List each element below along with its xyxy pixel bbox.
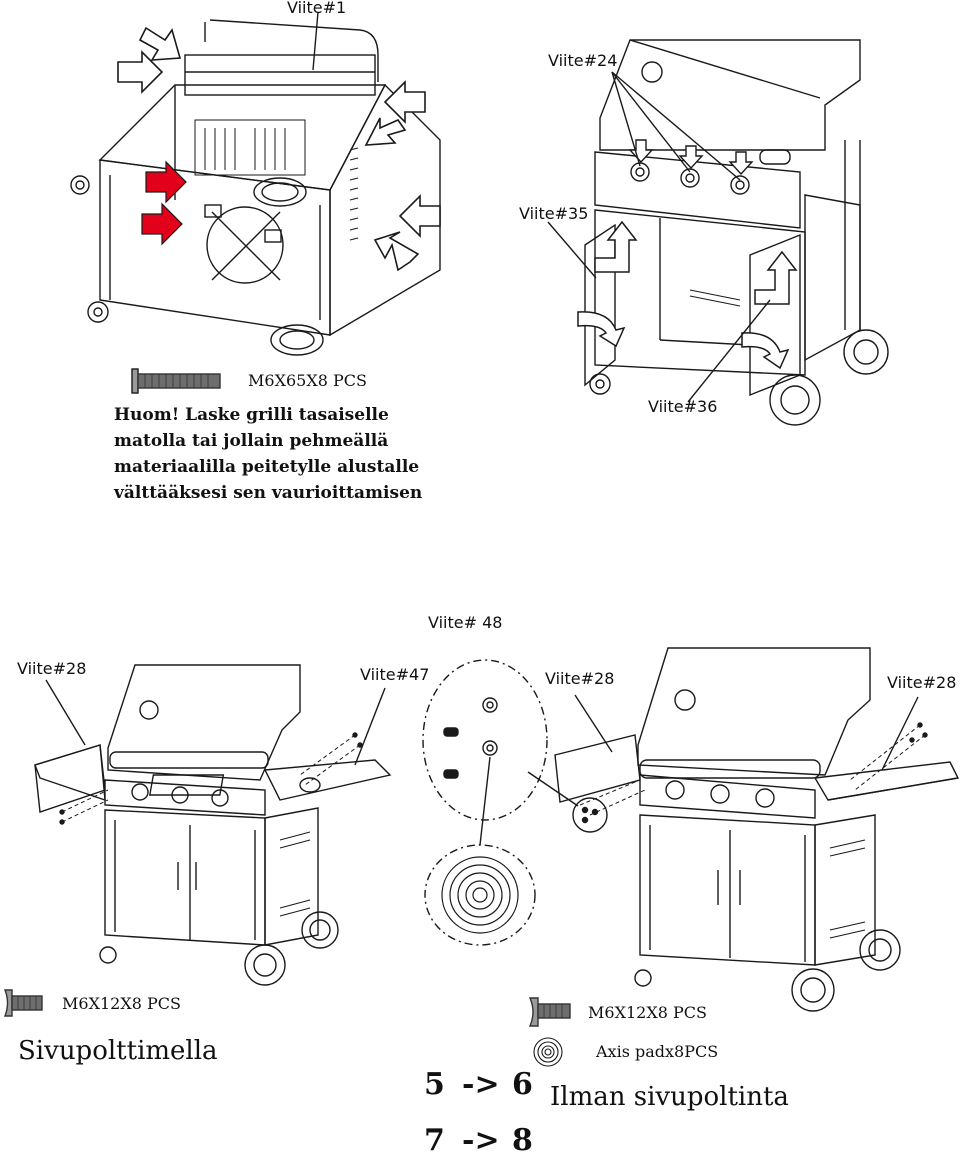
step-7-number: 7: [424, 1123, 445, 1154]
washer-spec: Axis padx8PCS: [596, 1042, 719, 1061]
leader-viite28-left: [45, 679, 86, 746]
detail-circle-top: [422, 659, 548, 821]
cabinet-left: [104, 809, 266, 946]
caption-with-side-burner: Sivupolttimella: [18, 1036, 218, 1066]
callout-viite24: Viite#24: [548, 51, 618, 70]
cart-top-frame: [98, 84, 387, 191]
grill-lid-right: [637, 647, 871, 776]
detail-circle-washer: [424, 844, 536, 946]
leader-viite36: [687, 299, 771, 403]
callout-viite35: Viite#35: [519, 204, 589, 223]
grill-lid-left: [107, 664, 301, 781]
screw-spec-short-right: M6X12X8 PCS: [588, 1003, 707, 1022]
step-5-number: 5: [424, 1067, 445, 1102]
step-arrow-1: ->: [462, 1067, 500, 1102]
tank-opening: [204, 204, 284, 284]
leader-viite28-right-a: [574, 694, 613, 753]
step-6-number: 6: [512, 1067, 533, 1102]
leader-viite1: [312, 11, 319, 71]
control-panel: [594, 151, 801, 229]
callout-viite36: Viite#36: [648, 397, 718, 416]
callout-viite28-right-a: Viite#28: [545, 669, 615, 688]
leader-viite24-c: [611, 71, 741, 181]
leader-viite35: [547, 221, 597, 279]
washer-icon: [533, 1037, 563, 1067]
thermometer-icon: [641, 61, 663, 83]
caption-without-side-burner: Ilman sivupoltinta: [550, 1082, 789, 1112]
step-8-number: 8: [512, 1123, 533, 1154]
left-side-shelf-2: [554, 734, 641, 803]
detail-circle-screws: [572, 797, 608, 833]
callout-viite48: Viite# 48: [428, 613, 503, 632]
short-screw-icon-right: [528, 997, 571, 1027]
grill-without-side-burner-illustration: [554, 647, 960, 1012]
leader-viite28-right-b: [881, 696, 919, 771]
left-door: [584, 223, 616, 387]
left-side-shelf: [34, 744, 106, 813]
cabinet-right: [639, 814, 816, 966]
firebox-edge: [184, 54, 376, 96]
grill-doors-illustration: [547, 39, 889, 426]
cart-side-panel: [99, 159, 331, 336]
side-burner-shelf: [263, 759, 392, 801]
overturned-cart-illustration: [70, 11, 441, 356]
leader-viite24-b: [611, 71, 691, 173]
callout-viite28-right-b: Viite#28: [887, 673, 957, 692]
highlight-arrows: [141, 160, 187, 246]
screw-spec-long: M6X65X8 PCS: [248, 371, 367, 390]
warning-note: Huom! Laske grilli tasaiselle matolla ta…: [114, 405, 423, 503]
callout-viite47: Viite#47: [360, 665, 430, 684]
leader-viite24-a: [611, 71, 641, 167]
caster-wheels: [70, 175, 324, 356]
step-arrow-2: ->: [462, 1123, 500, 1154]
leader-viite47: [354, 687, 386, 766]
handle-bar: [209, 19, 379, 82]
cart-right-panel: [329, 83, 441, 337]
callout-viite1: Viite#1: [287, 0, 347, 17]
callout-viite28-left: Viite#28: [17, 659, 87, 678]
long-screw-icon: [131, 368, 221, 394]
direction-arrows: [117, 26, 441, 272]
detail-callouts: [422, 659, 608, 946]
short-screw-icon-left: [3, 989, 43, 1017]
grill-with-side-burner-illustration: [34, 664, 392, 986]
screw-spec-short-left: M6X12X8 PCS: [62, 994, 181, 1013]
